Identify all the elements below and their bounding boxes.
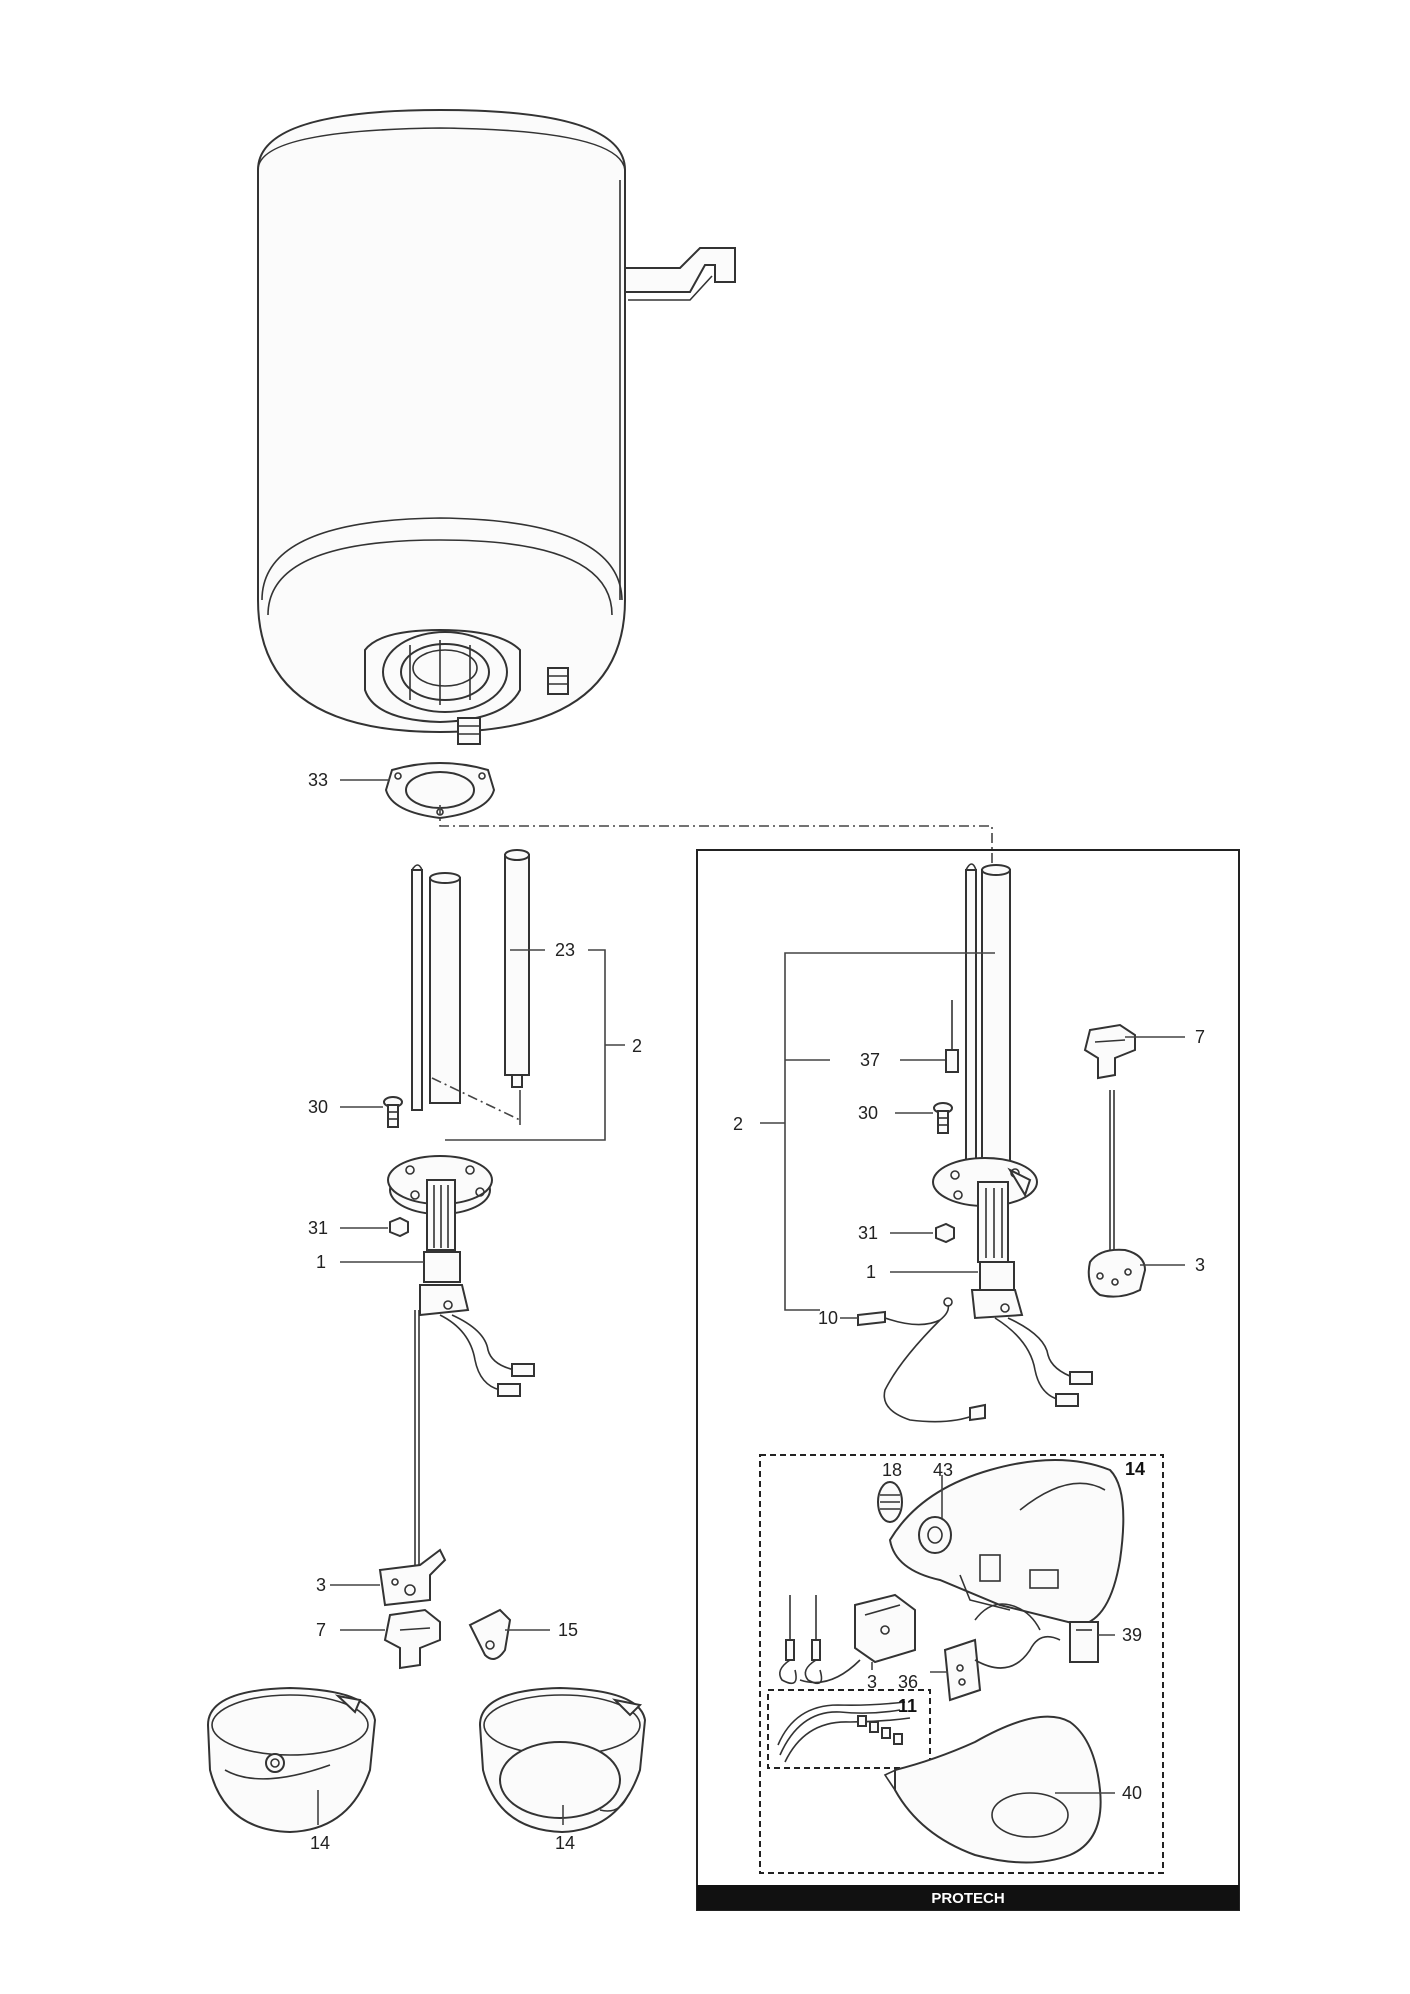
- label-18: 18: [882, 1460, 902, 1480]
- protech-banner: [697, 1885, 1239, 1910]
- wall-bracket: [624, 247, 736, 301]
- thermostat-clip-protech: [1083, 1023, 1136, 1080]
- earth-cable: [857, 1297, 986, 1423]
- heating-element-sheath-protech: [965, 863, 1011, 1171]
- label-33: 33: [308, 770, 328, 790]
- wiring-loom: [777, 1701, 911, 1763]
- label-14-left: 14: [310, 1833, 330, 1853]
- label-14-mid: 14: [555, 1833, 575, 1853]
- sensor-probes: [779, 1595, 861, 1685]
- control-knob: [918, 1516, 952, 1554]
- label-31-right: 31: [858, 1223, 878, 1243]
- label-1-left: 1: [316, 1252, 326, 1272]
- protech-title: PROTECH: [931, 1890, 1004, 1907]
- label-14-kit: 14: [1125, 1459, 1145, 1479]
- anode-rod: [504, 849, 530, 1088]
- label-2-right: 2: [733, 1114, 743, 1134]
- flange-plate-protech: [932, 1157, 1038, 1263]
- water-heater-tank: [257, 108, 626, 734]
- electronic-thermostat: [854, 1593, 916, 1664]
- label-39: 39: [1122, 1625, 1142, 1645]
- kit-11-box: [767, 1689, 931, 1769]
- label-7-left: 7: [316, 1620, 326, 1640]
- thermostat-protech: [1087, 1090, 1147, 1298]
- element-wires-protech: [994, 1317, 1093, 1407]
- nut-protech: [935, 1222, 955, 1244]
- label-30-left: 30: [308, 1097, 328, 1117]
- label-3-kit: 3: [867, 1672, 877, 1692]
- label-30-right: 30: [858, 1103, 878, 1123]
- bottom-cover-left: [206, 1686, 377, 1834]
- nut: [389, 1216, 409, 1238]
- element-head-protech: [970, 1261, 1024, 1320]
- electronic-probe: [945, 1000, 959, 1073]
- thermostat: [378, 1548, 447, 1607]
- thermostat-clip: [383, 1608, 441, 1670]
- label-31-left: 31: [308, 1218, 328, 1238]
- label-3-right: 3: [1195, 1255, 1205, 1275]
- element-wires: [439, 1314, 535, 1397]
- bottom-cover-middle: [478, 1686, 647, 1834]
- flange-plate: [387, 1155, 493, 1251]
- label-1-right: 1: [866, 1262, 876, 1282]
- screw-protech: [933, 1102, 953, 1134]
- circuit-board: [943, 1603, 1061, 1702]
- label-23: 23: [555, 940, 575, 960]
- knob-cap: [877, 1481, 903, 1523]
- water-pipe-fitting: [457, 667, 569, 745]
- screw: [383, 1096, 403, 1128]
- label-2-left: 2: [632, 1036, 642, 1056]
- cable-clamp: [468, 1608, 512, 1660]
- label-37: 37: [860, 1050, 880, 1070]
- label-15: 15: [558, 1620, 578, 1640]
- label-11: 11: [898, 1696, 917, 1716]
- label-40: 40: [1122, 1783, 1142, 1803]
- element-head: [419, 1251, 470, 1317]
- electronic-housing: [888, 1459, 1125, 1627]
- gasket: [384, 762, 496, 820]
- label-3-left: 3: [316, 1575, 326, 1595]
- tank-flange-opening: [364, 628, 521, 724]
- led-module: [1069, 1621, 1099, 1663]
- label-7-right: 7: [1195, 1027, 1205, 1047]
- protech-bottom-cover: [883, 1715, 1102, 1864]
- heating-element-sheath: [411, 864, 461, 1111]
- kit-14-box: [759, 1454, 1164, 1874]
- label-43: 43: [933, 1460, 953, 1480]
- label-10: 10: [818, 1308, 838, 1328]
- label-36: 36: [898, 1672, 918, 1692]
